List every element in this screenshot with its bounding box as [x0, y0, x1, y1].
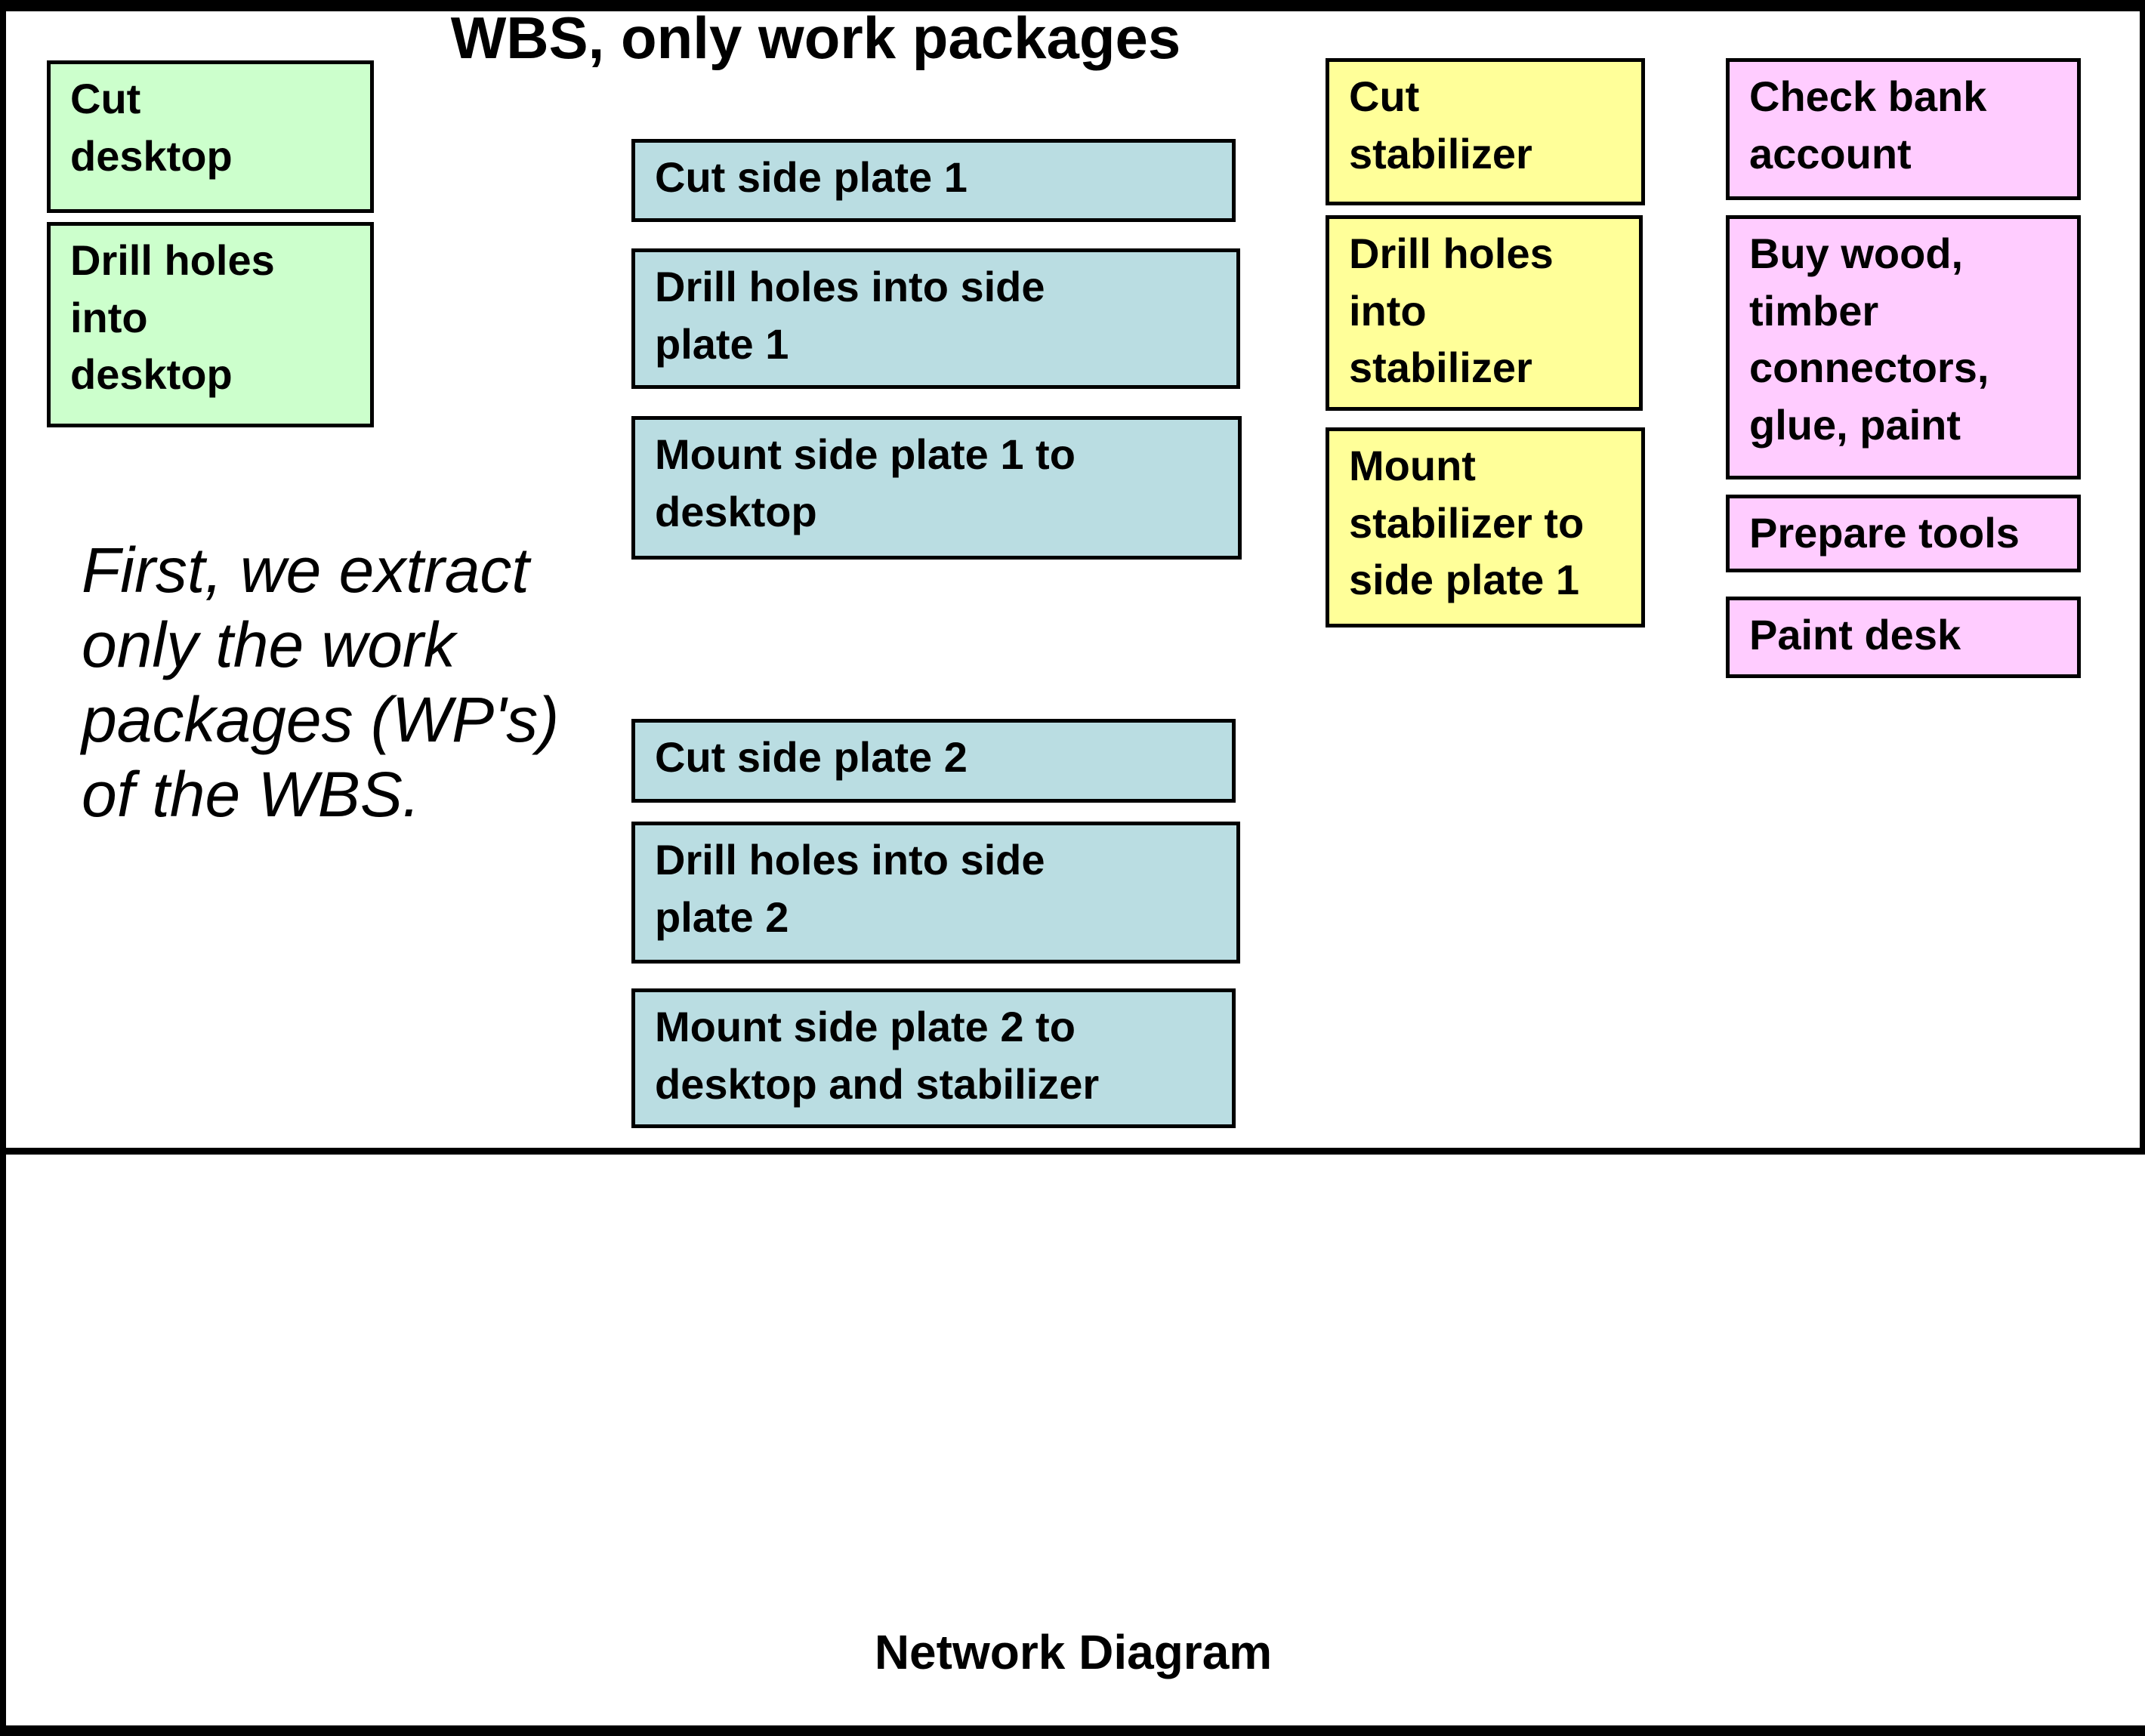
wp-box-mount-stabilizer-to-side-plate-1: Mount stabilizer to side plate 1: [1326, 427, 1645, 627]
wp-box-cut-desktop: Cut desktop: [47, 60, 374, 213]
wp-box-drill-holes-into-stabilizer: Drill holes into stabilizer: [1326, 215, 1643, 411]
wp-box-drill-holes-into-side-plate-1: Drill holes into side plate 1: [631, 248, 1240, 389]
wbs-note-text: First, we extract only the work packages…: [82, 535, 560, 831]
wbs-panel-title: WBS, only work packages: [450, 5, 1181, 71]
wp-box-cut-side-plate-1: Cut side plate 1: [631, 139, 1236, 222]
wp-box-cut-side-plate-2: Cut side plate 2: [631, 719, 1236, 803]
network-diagram-panel: [0, 1155, 2145, 1736]
wp-box-check-bank-account: Check bank account: [1726, 58, 2081, 200]
wp-box-drill-holes-into-desktop: Drill holes into desktop: [47, 222, 374, 427]
wp-box-cut-stabilizer: Cut stabilizer: [1326, 58, 1645, 205]
wp-box-prepare-tools: Prepare tools: [1726, 495, 2081, 572]
wp-box-mount-side-plate-2-to-desktop-and-stabilizer: Mount side plate 2 to desktop and stabil…: [631, 988, 1236, 1128]
wp-box-drill-holes-into-side-plate-2: Drill holes into side plate 2: [631, 822, 1240, 964]
wp-box-buy-wood-timber-connectors-glue-paint: Buy wood, timber connectors, glue, paint: [1726, 215, 2081, 479]
wp-box-paint-desk: Paint desk: [1726, 597, 2081, 678]
network-diagram-title: Network Diagram: [874, 1625, 1273, 1679]
wp-box-mount-side-plate-1-to-desktop: Mount side plate 1 to desktop: [631, 416, 1242, 560]
